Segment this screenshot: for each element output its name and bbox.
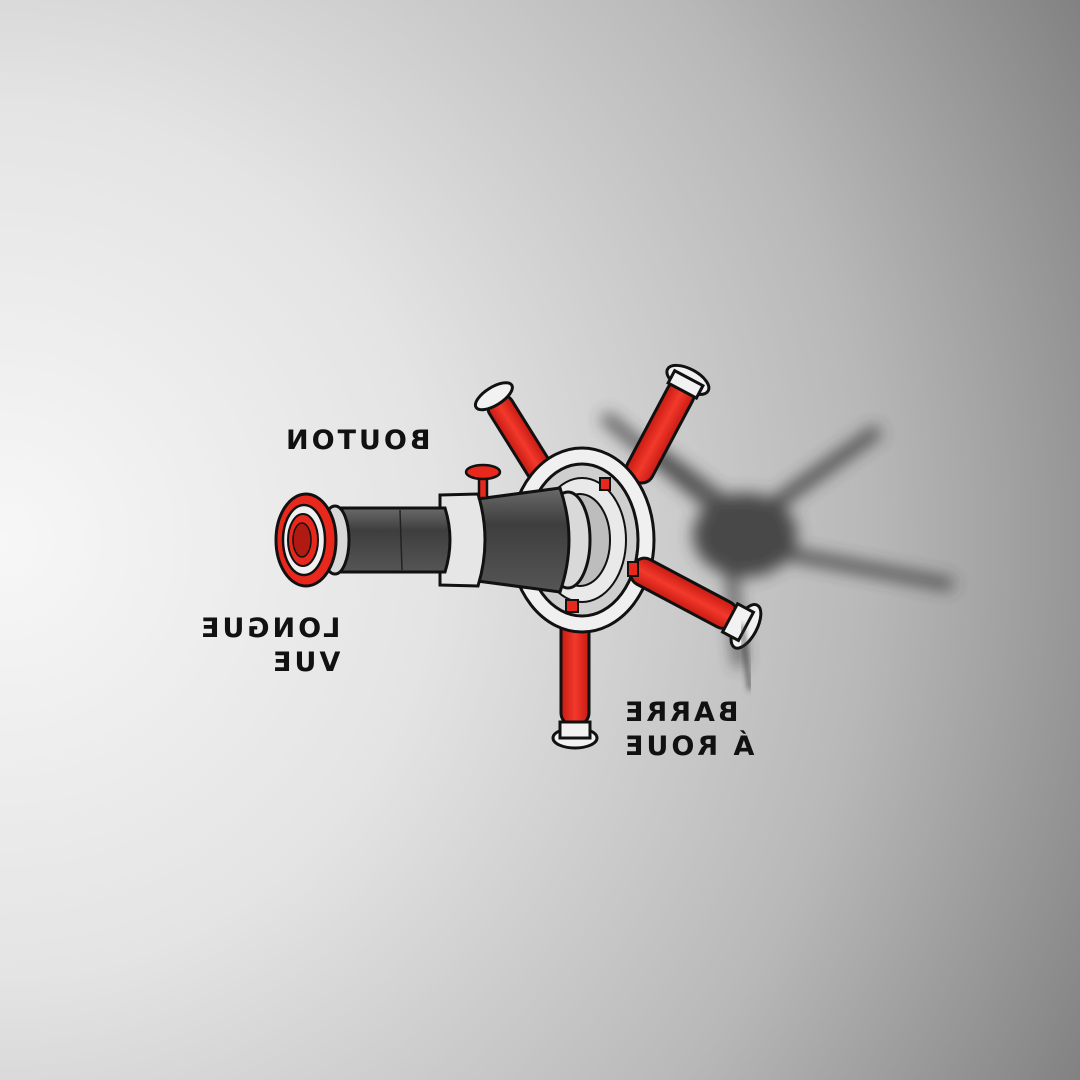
wheel-spoke-lower-right <box>629 556 763 650</box>
label-barre-line2: Á ROUE <box>622 731 755 762</box>
label-barre-a-roue: BARRE Á ROUE <box>622 696 754 764</box>
wheel-shadow <box>600 412 955 667</box>
label-barre-line1: BARRE <box>622 697 739 728</box>
wheel-spoke-upper-left <box>473 381 554 483</box>
wheel-spoke-upper-right <box>624 363 711 485</box>
label-longue-vue-line2: VUE <box>270 647 341 678</box>
label-longue-vue-line1: LONGUE <box>198 613 341 644</box>
eyepiece <box>274 492 338 588</box>
label-bouton: BOUTON <box>283 425 431 456</box>
focus-knob <box>464 463 502 500</box>
label-longue-vue: LONGUE VUE <box>198 612 340 680</box>
wheel-spoke-bottom <box>551 603 599 750</box>
ring-bolts <box>565 477 639 613</box>
wheel-leader-line <box>740 624 752 691</box>
telescope-tube <box>319 486 592 594</box>
